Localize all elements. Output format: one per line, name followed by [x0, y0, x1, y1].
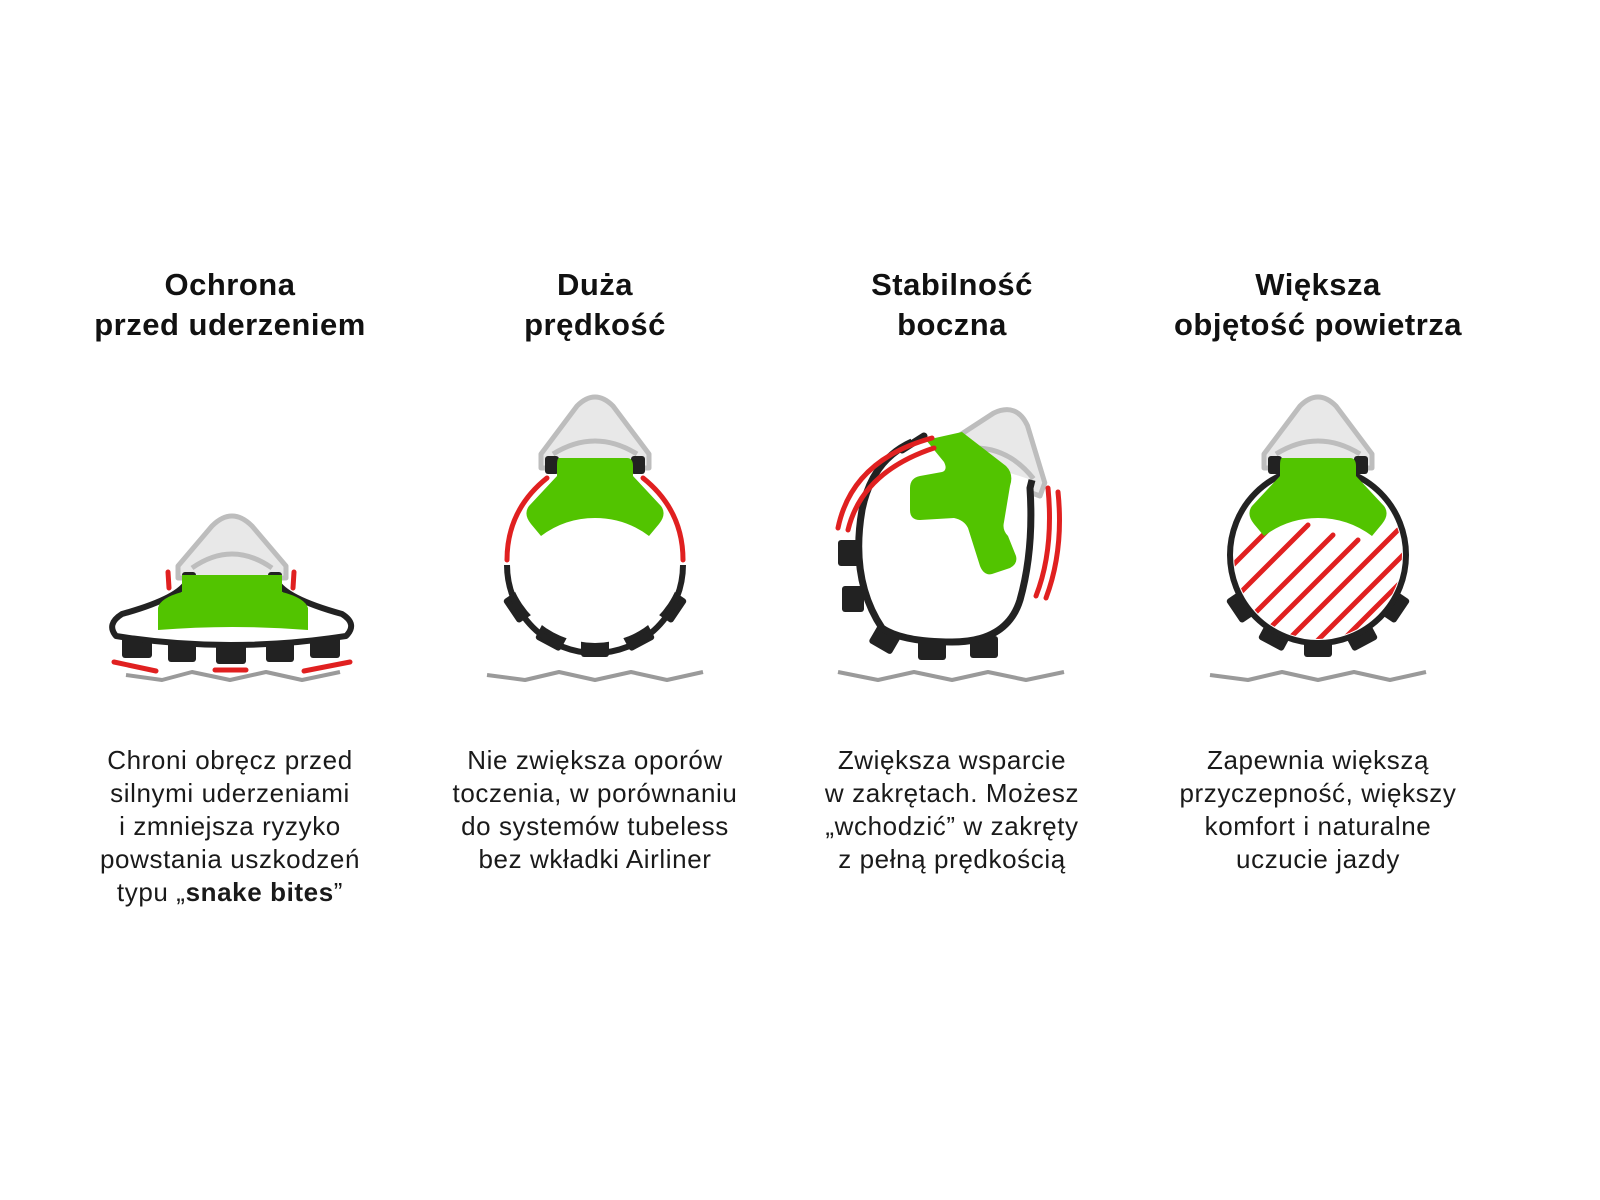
feature-description: Zapewnia większą przyczepność, większy k…	[1179, 745, 1457, 874]
feature-title: Duża prędkość	[524, 267, 666, 342]
air-volume-tire-icon	[1209, 394, 1427, 682]
ground-line	[486, 670, 704, 682]
feature-title: Większa objętość powietrza	[1173, 267, 1463, 342]
cornering-tire-icon	[835, 407, 1065, 682]
description-end: ”	[333, 877, 344, 907]
flattened-tire-icon	[109, 513, 355, 682]
ground-line	[837, 670, 1065, 682]
feature-title: Stabilność boczna	[871, 267, 1033, 342]
feature-description: Chroni obręcz przed silnymi uderzeniami …	[40, 744, 420, 909]
feature-description: Nie zwiększa oporów toczenia, w porównan…	[452, 745, 738, 874]
round-tire-icon	[486, 394, 704, 682]
feature-title: Ochrona przed uderzeniem	[94, 267, 366, 342]
description-emphasis: snake bites	[185, 877, 334, 907]
feature-description: Zwiększa wsparcie w zakrętach. Możesz „w…	[824, 745, 1080, 874]
description-text: Chroni obręcz przed silnymi uderzeniami …	[100, 745, 360, 907]
ground-line	[1209, 670, 1427, 682]
ground-line	[125, 670, 341, 682]
